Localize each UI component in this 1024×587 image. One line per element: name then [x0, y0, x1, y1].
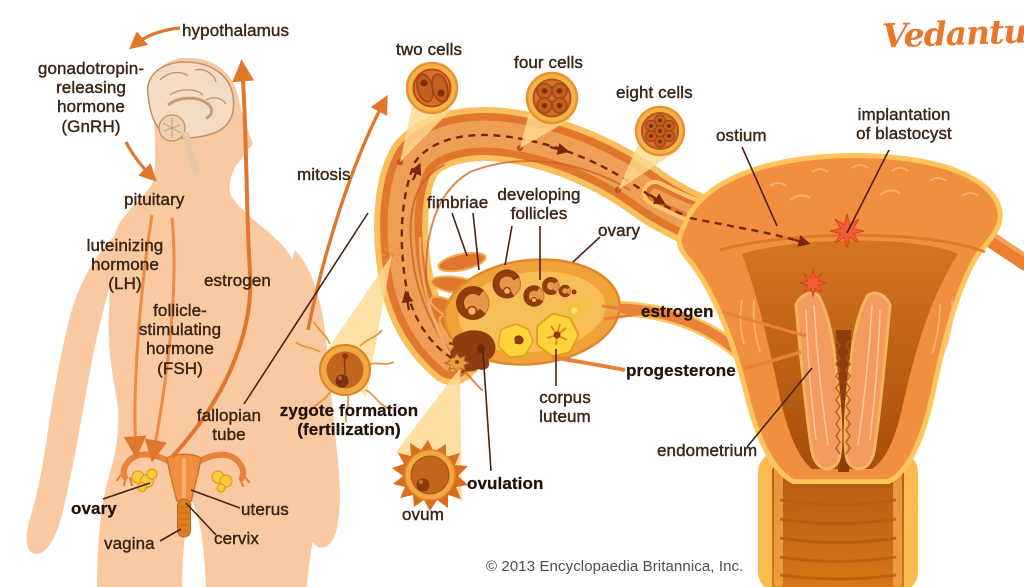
pointer-lines — [102, 146, 890, 542]
label-zygote-formation: zygote formation (fertilization) — [279, 401, 419, 440]
ovary-illustration — [443, 258, 765, 378]
copyright-text: © 2013 Encyclopaedia Britannica, Inc. — [486, 558, 744, 575]
label-ovary-body: ovary — [71, 499, 117, 518]
label-eight-cells: eight cells — [616, 83, 693, 102]
label-cervix: cervix — [214, 529, 259, 548]
label-corpus-luteum: corpus luteum — [539, 388, 591, 427]
label-implantation: implantation of blastocyst — [856, 105, 952, 144]
label-pituitary: pituitary — [124, 190, 185, 209]
label-mitosis: mitosis — [297, 165, 351, 184]
label-fallopian-tube: fallopian tube — [196, 406, 262, 445]
label-developing-follicles: developing follicles — [497, 185, 581, 224]
label-ovulation: ovulation — [467, 474, 544, 493]
label-fimbriae: fimbriae — [427, 193, 489, 212]
label-progesterone: progesterone — [626, 361, 736, 380]
label-ovum: ovum — [402, 505, 444, 524]
ovum-illustration — [392, 440, 468, 511]
label-four-cells: four cells — [514, 53, 584, 72]
hormone-arrows — [123, 26, 388, 463]
label-fsh: follicle- stimulating hormone (FSH) — [138, 301, 222, 378]
corpus-luteum-illustration — [497, 296, 592, 358]
label-lh: luteinizing hormone (LH) — [86, 236, 164, 294]
label-vagina: vagina — [104, 534, 155, 553]
label-two-cells: two cells — [396, 40, 463, 59]
label-endometrium: endometrium — [657, 441, 758, 460]
vedantu-logo: Vedantu — [881, 11, 1024, 56]
hormone-connectors — [551, 304, 807, 372]
label-ostium: ostium — [716, 126, 767, 145]
fertilization-spark — [382, 245, 402, 265]
eight-cells-illustration — [634, 105, 686, 157]
developing-follicles-illustration — [456, 269, 577, 320]
body-uterus-illustration — [115, 451, 251, 538]
label-gnrh: gonadotropin- releasing hormone (GnRH) — [37, 59, 145, 136]
zygote-illustration — [295, 321, 395, 423]
two-cells-illustration — [405, 61, 459, 115]
label-hypothalamus: hypothalamus — [182, 21, 290, 40]
implantation-stars — [798, 213, 865, 298]
uterus-cross-section — [676, 152, 1024, 587]
vagina-canal-illustration — [758, 452, 918, 587]
label-uterus: uterus — [241, 500, 289, 519]
brain-illustration — [146, 61, 235, 176]
label-estrogen: estrogen — [641, 302, 714, 321]
four-cells-illustration — [525, 71, 579, 125]
label-estrogen-feedback: estrogen — [204, 271, 271, 290]
endometrium-illustration — [794, 291, 892, 471]
label-ovary: ovary — [598, 221, 641, 240]
